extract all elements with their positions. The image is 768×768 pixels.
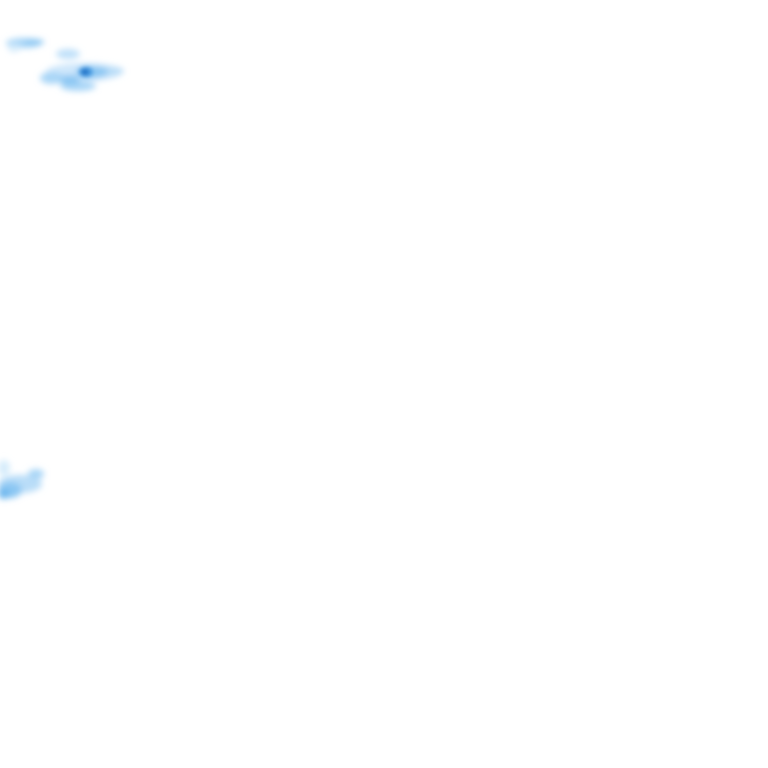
hotspot-top-edge-fringe <box>6 38 44 52</box>
hotspot-mid-left-edge-cluster <box>0 460 44 499</box>
hotspot-upper-left-cluster <box>40 49 124 91</box>
